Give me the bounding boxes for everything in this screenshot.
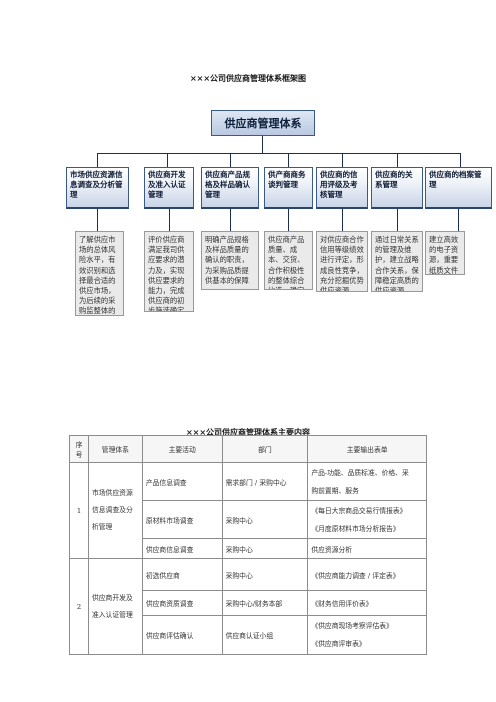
connector-drop	[342, 153, 343, 167]
header-no: 序号	[69, 435, 89, 463]
row-output: 《每日大宗商品交易行情报表》 《月度原材料市场分析报告》	[307, 500, 427, 539]
category-box: 供应商的关系管理	[371, 167, 423, 209]
description-box: 了解供应市场的总体风险水平，有效识别和选择最合适的供应市场，为后续的采购监整体的…	[75, 231, 124, 316]
category-box: 供应商产品规格及样品确认管理	[201, 167, 259, 209]
output-line: 《每日大宗商品交易行情报表》	[311, 506, 407, 515]
row-activity: 供应商评估确认	[141, 615, 223, 655]
row-system: 市场供应资源信息调查及分析管理	[87, 462, 143, 559]
table-row: 供应商评估确认 供应商认证小组 《供应商现场考察评估表》 《供应商评审表》	[70, 615, 427, 655]
row-dept: 采购中心/财务本部	[221, 590, 309, 616]
row-activity: 供应商信息调查	[141, 538, 223, 559]
table-row: 原材料市场调查 采购中心 《每日大宗商品交易行情报表》 《月度原材料市场分析报告…	[70, 500, 427, 539]
category-box: 市场供应资源信息调查及分析管理	[66, 167, 129, 209]
connector-cat-desc	[458, 209, 459, 231]
connector-cat-desc	[397, 209, 398, 231]
connector-drop	[230, 153, 231, 167]
connector-drop	[288, 153, 289, 167]
row-number: 2	[69, 558, 89, 655]
row-output: 《供应商能力调查 / 评定表》	[307, 558, 427, 591]
chart-title: ×××公司供应商管理体系框架图	[189, 74, 307, 83]
category-box: 供应商的信用评级及考核管理	[316, 167, 368, 209]
description-box: 建立高效的电子资源，重要纸质文件的统一建档保管	[425, 231, 465, 275]
connector-cat-desc	[230, 209, 231, 231]
row-output: 《供应商现场考察评估表》 《供应商评审表》	[307, 615, 427, 655]
row-output: 《财务信用评价表》	[307, 590, 427, 616]
output-line: 《月度原材料市场分析报告》	[311, 524, 400, 533]
connector-drop	[397, 153, 398, 167]
table-header-row: 序号 管理体系 主要活动 部门 主要输出表单	[69, 435, 427, 463]
root-box: 供应商管理体系	[211, 110, 315, 136]
connector-cat-desc	[342, 209, 343, 231]
row-system: 供应商开发及准入认证管理	[87, 558, 143, 655]
description-box: 明确产品规格及样品质量的确认的职责，为采购品质提供基本的保障	[201, 231, 259, 290]
row-dept: 采购中心	[221, 538, 309, 559]
table-row: 1 市场供应资源信息调查及分析管理 产品信息调查 需求部门 / 采购中心 产品-…	[69, 462, 427, 559]
description-box: 供应商产品质量、成本、交货、合作积极性的整体综合比选，确定合作供应商	[264, 231, 313, 290]
output-line: 产品-功能、品质标准、价格、采	[311, 468, 409, 477]
row-activity: 供应商资质调查	[141, 590, 223, 616]
connector-horizontal	[97, 153, 460, 154]
connector-drop	[460, 153, 461, 167]
content-table: 序号 管理体系 主要活动 部门 主要输出表单 1 市场供应资源信息调查及分析管理…	[69, 435, 427, 655]
row-dept: 采购中心	[221, 500, 309, 539]
output-line: 购前置期、服务	[311, 486, 359, 495]
row-dept: 供应商认证小组	[221, 615, 309, 655]
row-activity: 原材料市场调查	[141, 500, 223, 539]
description-box: 通过日常关系的管理及维护，建立战略合作关系，保障稳定高质的供应资源	[371, 231, 423, 292]
category-box: 供应商的档案管理	[425, 167, 492, 209]
output-line: 《供应商评审表》	[311, 640, 366, 648]
table-title: ×××公司供应商管理体系主要内容	[185, 428, 311, 437]
header-system: 管理体系	[87, 435, 143, 463]
category-box: 供应商开发及准入认证管理	[144, 167, 194, 209]
connector-cat-desc	[288, 209, 289, 231]
table-row: 2 供应商开发及准入认证管理 初选供应商 采购中心 《供应商能力调查 / 评定表…	[69, 558, 427, 655]
connector-cat-desc	[97, 209, 98, 231]
connector-drop	[167, 153, 168, 167]
description-box: 对供应商合作信用等级绩效进行评定，形成良性竞争，充分挖掘优势供应资源	[316, 231, 368, 292]
output-line: 《供应商现场考察评估表》	[311, 622, 393, 630]
header-activity: 主要活动	[141, 435, 223, 463]
connector-drop	[97, 153, 98, 167]
row-output: 供应资源分析	[307, 538, 427, 559]
row-output: 产品-功能、品质标准、价格、采 购前置期、服务	[307, 462, 427, 501]
row-activity: 初选供应商	[141, 558, 223, 591]
row-dept: 采购中心	[221, 558, 309, 591]
row-number: 1	[69, 462, 89, 559]
connector-cat-desc	[169, 209, 170, 231]
connector-root-down	[262, 136, 263, 153]
header-output: 主要输出表单	[307, 435, 427, 463]
row-dept: 需求部门 / 采购中心	[221, 462, 309, 501]
description-box: 评价供应商满足我司供应要求的潜力及，实现供应要求的能力，完成供应商的初步筛选确定…	[144, 231, 194, 312]
row-activity: 产品信息调查	[141, 462, 223, 501]
table-row: 供应商信息调查 采购中心 供应资源分析	[70, 538, 427, 559]
header-dept: 部门	[221, 435, 309, 463]
category-box: 供产商商务谈判管理	[264, 167, 313, 209]
